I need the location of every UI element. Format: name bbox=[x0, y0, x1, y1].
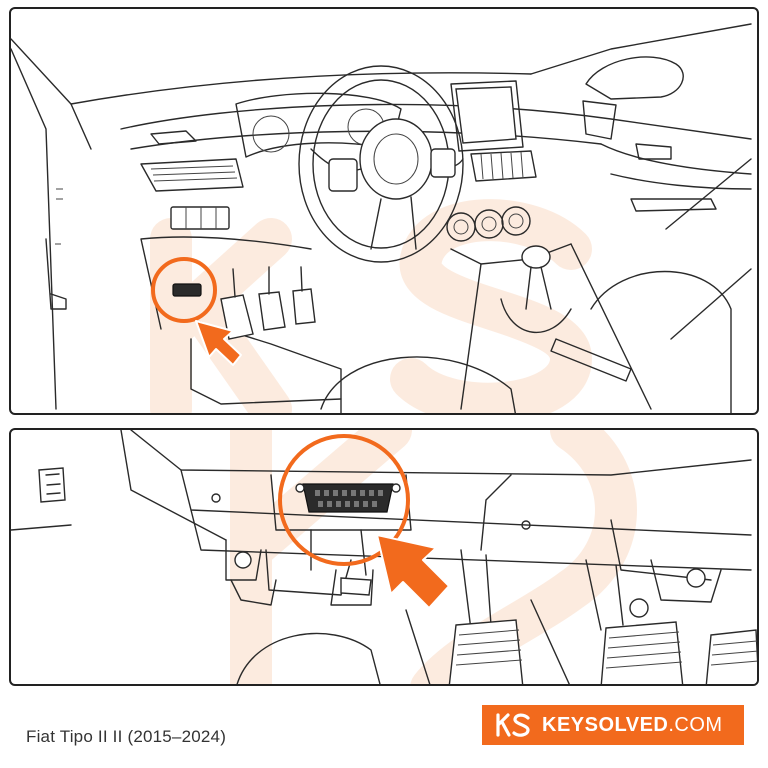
pointer-arrow bbox=[376, 534, 450, 609]
pointer-arrow bbox=[195, 320, 242, 366]
vehicle-caption: Fiat Tipo II II (2015–2024) bbox=[26, 727, 227, 746]
obd-location-circle bbox=[151, 257, 217, 323]
obd-location-circle bbox=[278, 434, 410, 566]
overview-panel bbox=[9, 7, 759, 415]
ks-logo-icon bbox=[496, 713, 530, 737]
obd-port-illustration bbox=[11, 430, 757, 684]
brand-name: KEYSOLVED bbox=[542, 713, 669, 736]
dashboard-illustration bbox=[11, 23, 752, 413]
brand-badge[interactable]: KEYSOLVED.COM bbox=[482, 705, 744, 745]
brand-tld: .COM bbox=[668, 713, 723, 736]
closeup-panel bbox=[9, 428, 759, 686]
